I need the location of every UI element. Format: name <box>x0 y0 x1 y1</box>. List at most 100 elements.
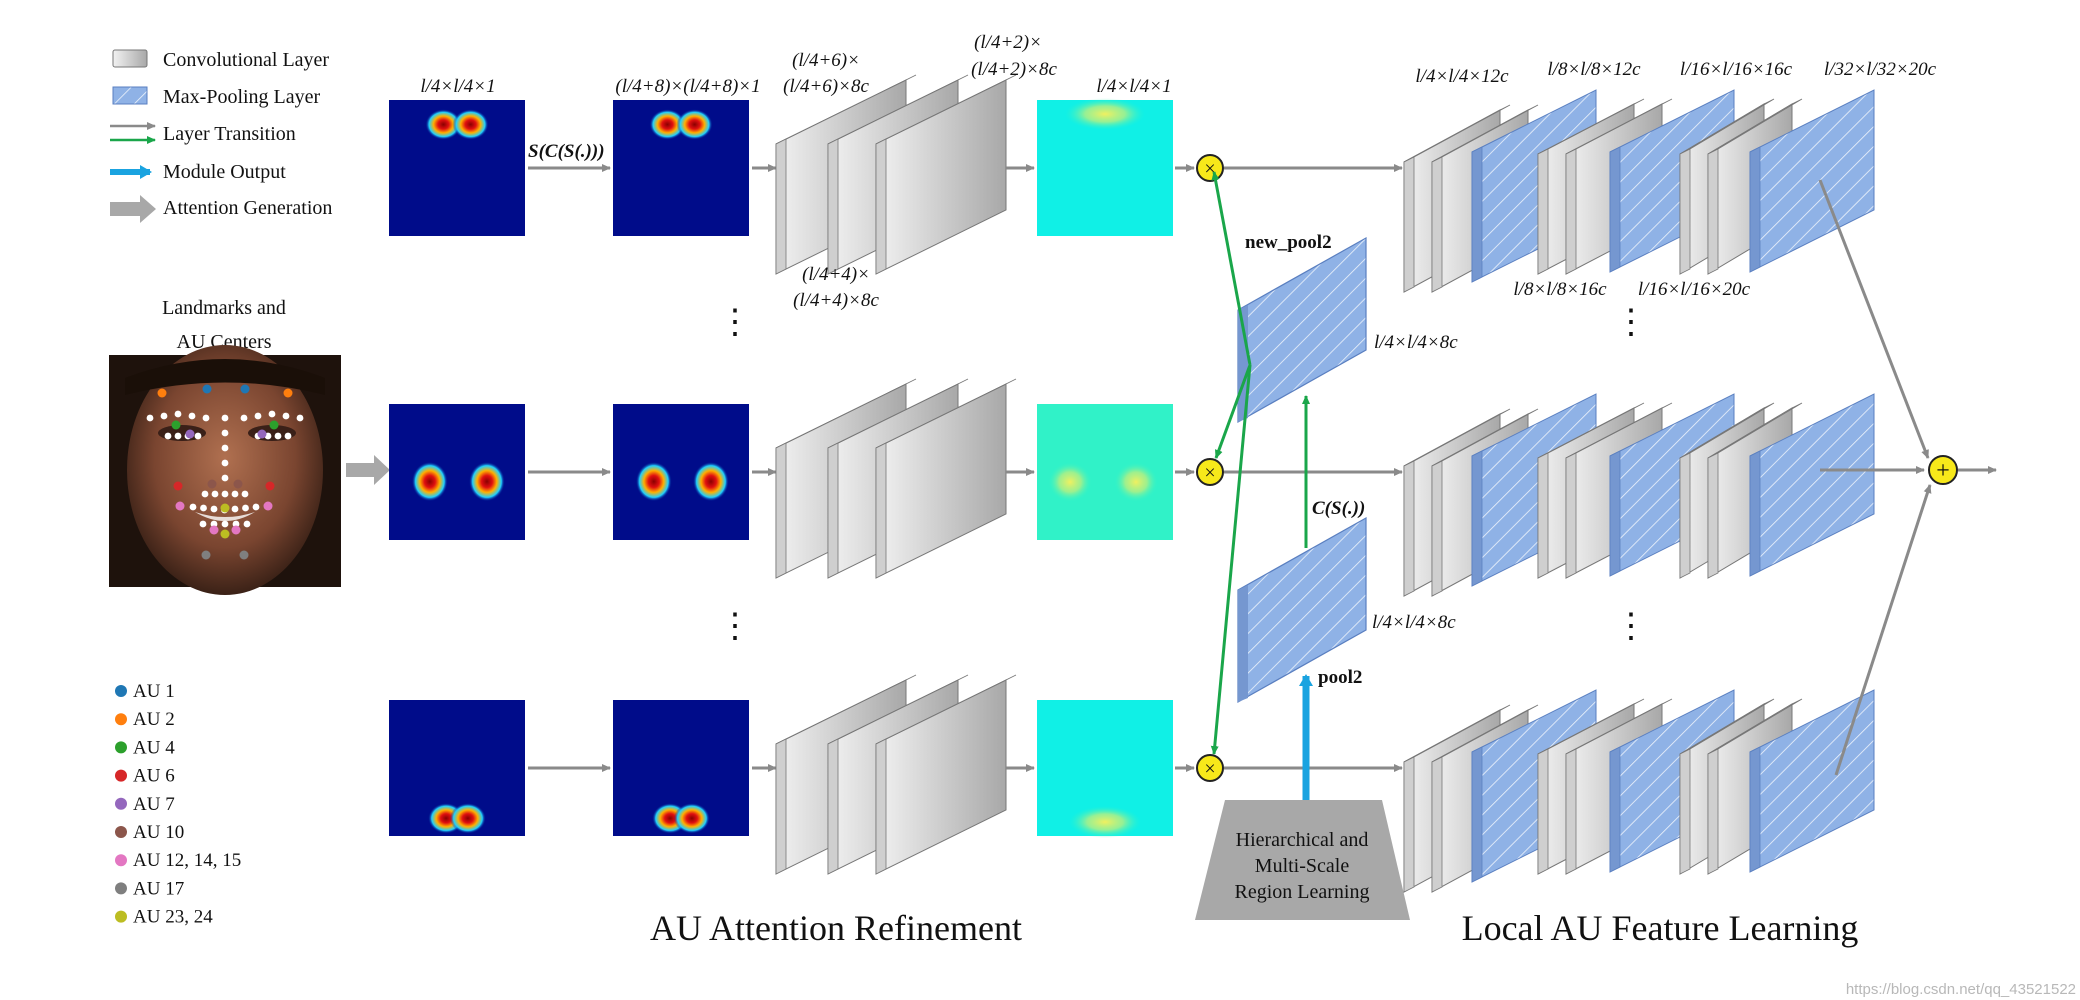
multiply-circle <box>1196 754 1224 782</box>
landmark-dot <box>231 490 239 498</box>
hmr-label-2: Multi-Scale <box>1255 855 1350 877</box>
dim-local-6: l/16×l/16×20c <box>1638 279 1751 300</box>
pool-layer-side <box>1749 146 1761 273</box>
conv-layer-side <box>775 738 787 875</box>
conv-layer-side <box>1679 452 1691 579</box>
conv-layer-side <box>1537 452 1549 579</box>
landmark-dot <box>231 505 239 513</box>
attention-blob <box>673 803 710 834</box>
landmark-dot <box>202 414 210 422</box>
multiply-operator: × <box>1196 154 1224 182</box>
au-legend-label: AU 4 <box>133 737 175 758</box>
refinement-row: × <box>389 378 1875 597</box>
legend: Convolutional Layer Max-Pooling Layer La… <box>110 49 332 223</box>
attention-blob <box>649 109 686 140</box>
conv-layer-side <box>1403 756 1415 893</box>
conv-layer-side <box>1707 748 1719 875</box>
conv-layer-side <box>875 738 887 875</box>
refined-blob <box>1048 462 1092 502</box>
au-center-dot <box>239 550 249 560</box>
au-legend-dot <box>115 826 127 838</box>
landmark-dot <box>221 429 229 437</box>
landmark-dot <box>240 414 248 422</box>
dim-new-pool2: l/4×l/4×8c <box>1374 332 1458 353</box>
attention-blob <box>676 109 713 140</box>
au-legend-item: AU 17 <box>115 878 184 899</box>
landmark-dot <box>189 503 197 511</box>
dim-conv2-b: (l/4+4)×8c <box>793 290 879 311</box>
au-center-dot <box>240 384 250 394</box>
dim-local-1: l/4×l/4×12c <box>1415 66 1509 87</box>
legend-output-label: Module Output <box>163 161 286 183</box>
au-legend-item: AU 12, 14, 15 <box>115 850 241 871</box>
pooling-module: new_pool2 l/4×l/4×8c C(S(.)) l/4×l/4×8c … <box>1195 171 1458 920</box>
vdots-3: ⋮ <box>1614 304 1648 341</box>
au-center-dot <box>173 481 183 491</box>
multiply-symbol: × <box>1204 462 1215 484</box>
au-legend-dot <box>115 741 127 754</box>
multiply-symbol: × <box>1204 158 1215 180</box>
dim-conv2-a: (l/4+4)× <box>802 264 870 285</box>
pool-layer-side <box>1609 746 1621 873</box>
multiply-symbol: × <box>1204 758 1215 780</box>
au-legend-dot <box>115 685 127 697</box>
legend-pool: Max-Pooling Layer <box>112 86 321 108</box>
au-legend-label: AU 2 <box>133 709 175 730</box>
pool-layer-side <box>1471 146 1483 283</box>
au-legend-item: AU 4 <box>115 737 175 758</box>
conv-layer-side <box>1537 748 1549 875</box>
watermark: https://blog.csdn.net/qq_43521522 <box>1846 981 2076 998</box>
add-operator: + <box>1928 455 1958 485</box>
pool-layer-face <box>1749 89 1875 273</box>
dim-conv3-a: (l/4+2)× <box>974 32 1042 53</box>
label-new-pool2: new_pool2 <box>1245 232 1332 253</box>
landmark-dot <box>210 520 218 528</box>
dim-input: l/4×l/4×1 <box>420 76 495 97</box>
landmark-dot <box>211 490 219 498</box>
au-legend-dot <box>115 713 127 726</box>
landmark-dot <box>188 412 196 420</box>
landmarks-title-line1: Landmarks and <box>162 297 286 319</box>
au-center-dot <box>257 429 267 439</box>
conv-layer-side <box>1565 148 1577 275</box>
attention-blob <box>692 461 729 502</box>
hmr-label-1: Hierarchical and <box>1236 829 1369 851</box>
au-legend-item: AU 1 <box>115 681 175 702</box>
attention-blob <box>411 461 448 502</box>
dim-pool2: l/4×l/4×8c <box>1372 612 1456 633</box>
au-legend-item: AU 7 <box>115 794 175 815</box>
au-legend-dot <box>115 797 127 810</box>
landmark-dot <box>146 414 154 422</box>
conv-layer-side <box>1431 756 1443 893</box>
conv-layer-side <box>1431 460 1443 597</box>
local-feature-stack <box>1403 89 1875 293</box>
landmark-dot <box>221 490 229 498</box>
au-legend-item: AU 23, 24 <box>115 907 213 928</box>
conv-layer-side <box>775 138 787 275</box>
conv-layer-side <box>1707 148 1719 275</box>
pool-layer-side <box>1609 450 1621 577</box>
conv-layer-side <box>827 442 839 579</box>
au-legend-label: AU 23, 24 <box>133 907 213 928</box>
au-center-dot <box>233 479 243 489</box>
au-center-dot <box>220 529 230 539</box>
attention-blob <box>425 109 462 140</box>
pool-layer-side <box>1471 450 1483 587</box>
au-center-dot <box>220 503 230 513</box>
conv-layer-side <box>1431 156 1443 293</box>
refined-blob <box>1069 806 1141 838</box>
attention-blob <box>449 803 486 834</box>
refinement-dimension-labels: l/4×l/4×1 (l/4+8)×(l/4+8)×1 (l/4+6)× (l/… <box>420 32 1171 311</box>
landmark-dot <box>164 432 172 440</box>
landmark-dot <box>268 410 276 418</box>
attention-blob <box>635 461 672 502</box>
au-legend-dot <box>115 882 127 895</box>
attention-blob <box>452 109 489 140</box>
landmark-dot <box>221 520 229 528</box>
landmark-dot <box>200 504 207 512</box>
landmark-dot <box>221 474 229 482</box>
refined-blob <box>1114 462 1158 502</box>
local-feature-stack <box>1403 689 1875 893</box>
pool-layer-side <box>1749 450 1761 577</box>
